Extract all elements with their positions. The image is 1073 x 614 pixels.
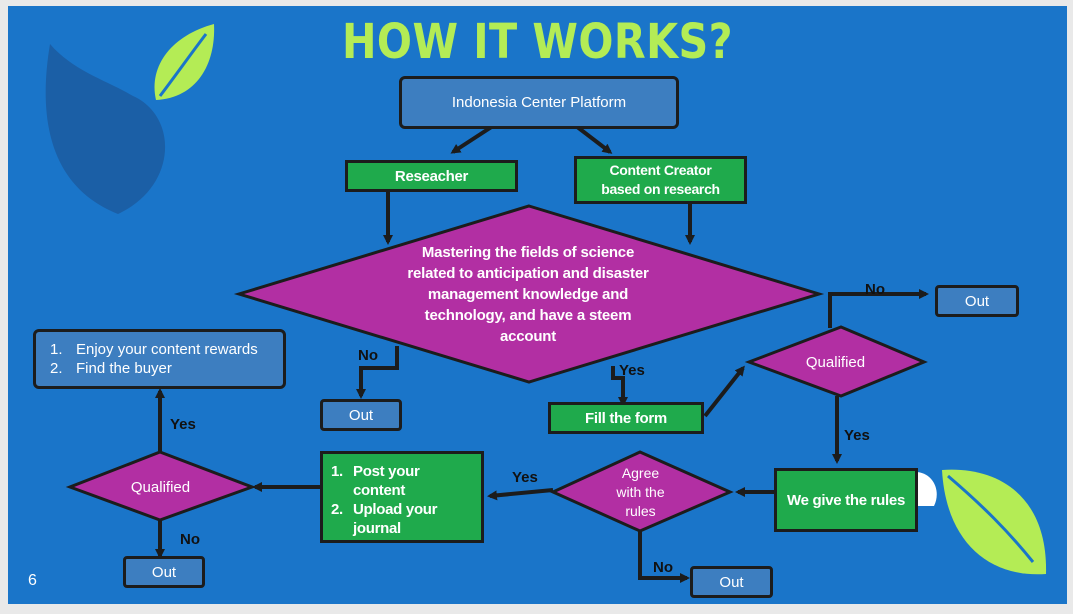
rewards-step-text: Find the buyer	[76, 360, 172, 377]
flow-arrows	[65, 124, 929, 583]
leaf-icon	[45, 44, 166, 214]
post-node: 1. Post your content 2. Upload your jour…	[320, 451, 484, 543]
out-node-3: Out	[690, 566, 773, 598]
decision-mastering-shape	[233, 204, 825, 384]
decision-agree-shape	[549, 450, 734, 533]
decision-qualified-2-shape	[65, 450, 257, 522]
mastering-line: Mastering the fields of science	[421, 243, 635, 261]
content-creator-line1: Content Creator	[609, 162, 712, 178]
out-node-1: Out	[320, 399, 402, 431]
qualified-1-label: Qualified	[805, 353, 866, 371]
rewards-step: 2. Find the buyer	[50, 359, 258, 378]
content-creator-line2: based on research	[601, 181, 720, 197]
post-steps: 1. Post your content 2. Upload your jour…	[331, 462, 438, 538]
out-label: Out	[151, 563, 177, 581]
rewards-step: 1. Enjoy your content rewards	[50, 340, 258, 359]
fill-form-node: Fill the form	[548, 402, 704, 434]
rewards-step-text: Enjoy your content rewards	[76, 341, 258, 358]
bottom-strip	[0, 604, 1073, 614]
leaf-tip-icon	[912, 471, 937, 506]
rewards-step-number: 2.	[50, 360, 63, 377]
qualified-1-text: Qualified	[778, 350, 893, 374]
post-step: 2. Upload your journal	[331, 500, 438, 538]
mastering-line: related to anticipation and disaster	[407, 264, 649, 282]
post-step-line: content	[353, 482, 406, 499]
edge-label-no: No	[865, 281, 885, 298]
rules-node: We give the rules	[774, 468, 918, 532]
edge-label-yes: Yes	[512, 469, 538, 486]
out-label: Out	[964, 292, 990, 310]
rewards-step-number: 1.	[50, 341, 63, 358]
platform-node: Indonesia Center Platform	[399, 76, 679, 129]
agree-line: rules	[625, 502, 656, 519]
rules-label: We give the rules	[787, 491, 905, 509]
post-step: 1. Post your content	[331, 462, 437, 500]
mastering-line: technology, and have a steem	[424, 306, 632, 324]
slide: HOW IT WORKS?	[8, 6, 1067, 604]
edge-label-no: No	[653, 559, 673, 576]
qualified-2-text: Qualified	[103, 475, 218, 499]
platform-label: Indonesia Center Platform	[451, 94, 627, 111]
edge-label-no: No	[180, 531, 200, 548]
post-step-number: 1.	[331, 463, 343, 480]
out-label: Out	[719, 573, 744, 591]
post-step-number: 2.	[331, 501, 343, 518]
mastering-line: account	[499, 327, 557, 345]
agree-text: Agree with the rules	[593, 461, 688, 523]
content-creator-node: Content Creator based on research	[574, 156, 747, 204]
edge-label-no: No	[358, 347, 378, 364]
agree-line: with the	[616, 483, 665, 500]
mastering-text: Mastering the fields of science related …	[338, 239, 718, 349]
edge-label-yes: Yes	[170, 416, 196, 433]
leaf-icon	[154, 24, 215, 100]
decision-qualified-1-shape	[744, 325, 928, 398]
post-step-line: Post your	[353, 463, 420, 480]
post-step-line: journal	[353, 520, 401, 537]
page-title: HOW IT WORKS?	[341, 14, 734, 70]
rewards-node: 1. Enjoy your content rewards 2. Find th…	[33, 329, 286, 389]
out-label: Out	[348, 406, 374, 424]
edge-label-yes: Yes	[844, 427, 870, 444]
out-node-4: Out	[123, 556, 205, 588]
rewards-steps: 1. Enjoy your content rewards 2. Find th…	[50, 340, 258, 378]
researcher-label: Reseacher	[394, 167, 469, 185]
out-node-2: Out	[935, 285, 1019, 317]
fill-form-label: Fill the form	[585, 409, 667, 427]
agree-line: Agree	[621, 464, 660, 481]
page-number: 6	[28, 572, 37, 589]
edge-label-yes: Yes	[619, 362, 645, 379]
researcher-node: Reseacher	[345, 160, 518, 192]
qualified-2-label: Qualified	[130, 478, 191, 496]
mastering-line: management knowledge and	[427, 285, 629, 303]
leaf-icon	[942, 469, 1047, 575]
post-step-line: Upload your	[353, 501, 438, 518]
